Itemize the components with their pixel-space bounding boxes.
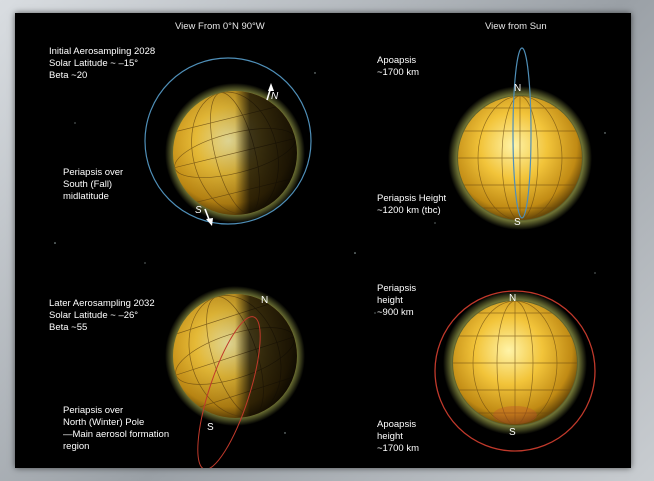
periapsis-bottom-right-label: Periapsis height ~900 km (377, 283, 416, 319)
apoapsis-bottom-right-line3: ~1700 km (377, 443, 419, 454)
pole-north-bottom-left: N (261, 295, 269, 306)
pole-north-bottom-right: N (509, 293, 517, 304)
periapsis-south-label: Periapsis over South (Fall) midlatitude (63, 167, 123, 203)
periapsis-bottom-right-line3: ~900 km (377, 307, 414, 318)
apoapsis-bottom-right-line1: Apoapsis (377, 419, 417, 430)
initial-sampling-title: Initial Aerosampling 2028 (49, 46, 156, 57)
later-beta: Beta ~55 (49, 322, 88, 333)
pole-south-bottom-left: S (207, 422, 214, 433)
later-sampling-label: Later Aerosampling 2032 Solar Latitude ~… (49, 298, 155, 334)
initial-solar-latitude: Solar Latitude ~ –15° (49, 58, 139, 69)
apoapsis-bottom-right-line2: height (377, 431, 403, 442)
periapsis-south-line3: midlatitude (63, 191, 109, 202)
periapsis-top-right-line2: ~1200 km (tbc) (377, 205, 441, 216)
orbit-bottom-left (197, 316, 261, 468)
periapsis-top-right-line1: Periapsis Height (377, 193, 447, 204)
orbit-top-right (512, 47, 532, 219)
periapsis-north-label: Periapsis over North (Winter) Pole —Main… (63, 405, 169, 453)
apoapsis-bottom-right-label: Apoapsis height ~1700 km (377, 419, 419, 455)
initial-sampling-label: Initial Aerosampling 2028 Solar Latitude… (49, 46, 155, 82)
periapsis-bottom-right-line1: Periapsis (377, 283, 417, 294)
pole-south-top-left: S (195, 205, 202, 216)
apoapsis-top-right-label: Apoapsis ~1700 km (377, 55, 419, 79)
apoapsis-top-right-line2: ~1700 km (377, 67, 419, 78)
globe-bottom-right (443, 291, 587, 435)
apoapsis-top-right-line1: Apoapsis (377, 55, 417, 66)
pole-south-bottom-right: S (509, 427, 516, 438)
pole-north-top-right: N (514, 83, 522, 94)
later-sampling-title: Later Aerosampling 2032 (49, 298, 155, 309)
periapsis-south-line1: Periapsis over (63, 167, 124, 178)
periapsis-north-line1: Periapsis over (63, 405, 124, 416)
globe-top-right (448, 86, 592, 230)
header-left: View From 0°N 90°W (175, 21, 265, 32)
arrow-south-top-left (204, 208, 213, 226)
header-right: View from Sun (485, 21, 547, 32)
periapsis-north-line3: —Main aerosol formation (63, 429, 170, 440)
periapsis-top-right-label: Periapsis Height ~1200 km (tbc) (377, 193, 446, 217)
initial-beta: Beta ~20 (49, 70, 88, 81)
periapsis-bottom-right-line2: height (377, 295, 403, 306)
arrow-north-top-left (266, 83, 274, 101)
later-solar-latitude: Solar Latitude ~ –26° (49, 310, 139, 321)
orbit-bottom-right (434, 290, 596, 452)
pole-south-top-right: S (514, 217, 521, 228)
starfield (54, 72, 606, 434)
globe-bottom-left (165, 286, 305, 426)
diagram-canvas (54, 47, 606, 468)
periapsis-south-line2: South (Fall) (63, 179, 113, 190)
globe-top-left (165, 83, 305, 223)
periapsis-north-line4: region (63, 441, 90, 452)
pole-north-top-left: N (271, 91, 279, 102)
orbit-top-left (144, 57, 312, 225)
periapsis-north-line2: North (Winter) Pole (63, 417, 145, 428)
diagram-panel: View From 0°N 90°W View from Sun Initial… (15, 13, 631, 468)
